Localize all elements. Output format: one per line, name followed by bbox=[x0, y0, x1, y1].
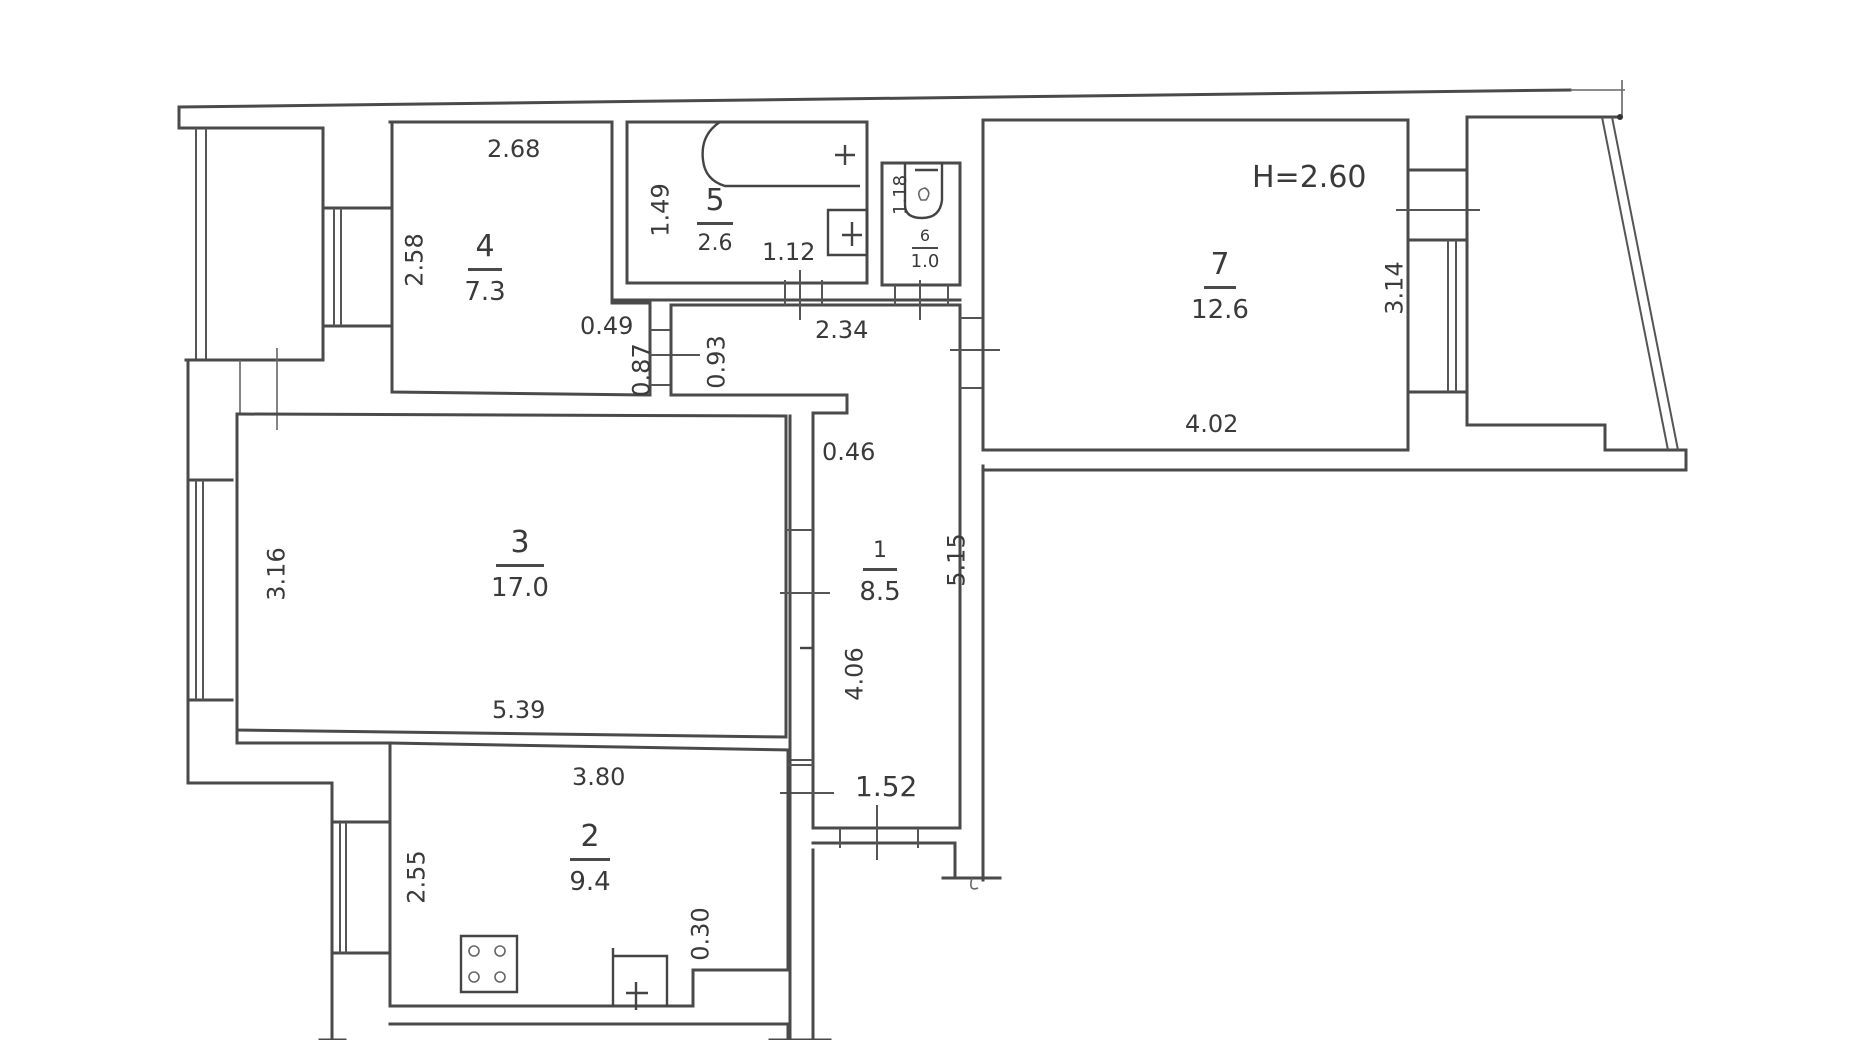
corridor-walls bbox=[610, 270, 1002, 1040]
fraction-bar bbox=[1204, 286, 1236, 289]
room-7-label: 7 12.6 bbox=[1180, 247, 1260, 325]
dim-hall-046: 0.46 bbox=[822, 438, 876, 466]
fraction-bar bbox=[863, 568, 897, 571]
dim-r1-width: 1.52 bbox=[855, 770, 918, 803]
room-4-walls bbox=[235, 120, 788, 418]
room-1-label: 1 8.5 bbox=[850, 538, 910, 607]
dim-r1-inner: 4.06 bbox=[840, 647, 869, 701]
room-number: 1 bbox=[873, 538, 887, 563]
room-number: 3 bbox=[510, 525, 530, 560]
kitchen-sink-icon bbox=[611, 948, 669, 1006]
room-7-walls bbox=[981, 118, 1688, 882]
room-area: 2.6 bbox=[697, 231, 733, 256]
ceiling-height-label: H=2.60 bbox=[1252, 160, 1367, 195]
balcony-walls bbox=[1465, 114, 1688, 472]
room-5-walls bbox=[625, 120, 869, 285]
fraction-bar bbox=[912, 247, 938, 249]
toilet-icon bbox=[903, 163, 944, 220]
dim-r5-height: 1.49 bbox=[646, 183, 675, 237]
fraction-bar bbox=[468, 268, 502, 271]
fraction-bar bbox=[697, 222, 733, 225]
room-number: 5 bbox=[705, 183, 725, 218]
room-number: 2 bbox=[580, 819, 600, 854]
dim-r4-width: 2.68 bbox=[487, 135, 541, 163]
dim-hall-234: 2.34 bbox=[815, 316, 869, 344]
dim-r7-width: 4.02 bbox=[1185, 410, 1239, 438]
fraction-bar bbox=[496, 564, 544, 567]
room-6-walls bbox=[880, 161, 962, 287]
dim-hall-049: 0.49 bbox=[580, 312, 634, 340]
dim-r3-height: 3.16 bbox=[262, 547, 291, 601]
washbasin-icon bbox=[826, 208, 869, 257]
fraction-bar bbox=[570, 858, 610, 861]
room-4-label: 4 7.3 bbox=[455, 229, 515, 307]
room-area: 9.4 bbox=[569, 867, 611, 897]
room-2-walls bbox=[318, 741, 832, 1040]
room-area: 7.3 bbox=[464, 277, 506, 307]
room-area: 12.6 bbox=[1191, 295, 1249, 325]
stove-icon bbox=[459, 934, 519, 994]
dim-r3-width: 5.39 bbox=[492, 696, 546, 724]
dim-r2-niche: 0.30 bbox=[686, 907, 715, 961]
dim-r4-height: 2.58 bbox=[400, 233, 429, 287]
room-2-label: 2 9.4 bbox=[555, 819, 625, 897]
room-area: 1.0 bbox=[910, 251, 940, 272]
dim-r7-height: 3.14 bbox=[1380, 261, 1409, 315]
dim-hall-087: 0.87 bbox=[627, 343, 656, 397]
dim-r2-width: 3.80 bbox=[572, 763, 626, 791]
room-6-label: 6 1.0 bbox=[900, 228, 950, 271]
dim-r2-height: 2.55 bbox=[402, 850, 431, 904]
room-3-label: 3 17.0 bbox=[480, 525, 560, 603]
room-number: 7 bbox=[1210, 247, 1230, 282]
room-3-walls bbox=[235, 412, 812, 739]
dim-r1-length: 5.15 bbox=[942, 533, 971, 587]
room-number: 6 bbox=[919, 226, 931, 245]
dim-r6-height: 1.18 bbox=[890, 174, 912, 216]
dim-r5-sink: 1.12 bbox=[762, 238, 816, 266]
room-number: 4 bbox=[475, 229, 495, 264]
bathtub-icon bbox=[701, 120, 860, 188]
room-5-label: 5 2.6 bbox=[685, 186, 745, 255]
room-area: 17.0 bbox=[491, 573, 549, 603]
dim-hall-093: 0.93 bbox=[702, 335, 731, 389]
room-area: 8.5 bbox=[859, 577, 901, 607]
